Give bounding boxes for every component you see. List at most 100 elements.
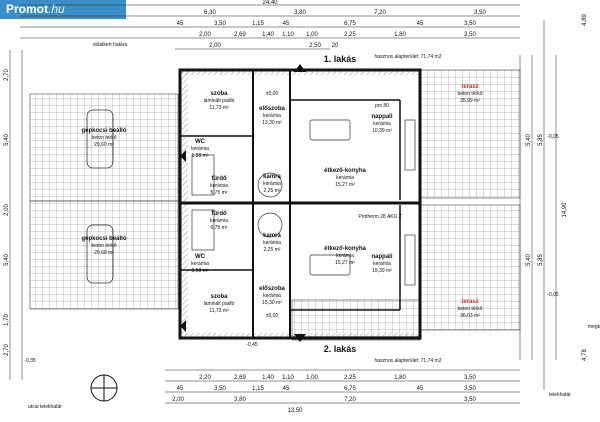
dim-left: 2,00 xyxy=(4,204,10,216)
dim-bottom-row1: 2,20 xyxy=(199,375,211,381)
car-icon xyxy=(86,109,114,284)
room-name: szoba xyxy=(210,294,228,300)
room-name: terasz xyxy=(461,299,478,305)
dim-bottom-row1: 1,10 xyxy=(282,375,294,381)
dim-top-row2: 3,50 xyxy=(214,21,226,27)
room-area: 15,30 m² xyxy=(262,300,282,306)
room-area: 36,03 m² xyxy=(460,313,480,319)
dim-top-row3: 3,50 xyxy=(464,32,476,38)
north-arrow-icon xyxy=(90,374,118,402)
level-zero: ±0,00 xyxy=(266,313,279,319)
room-floor: beton térkő xyxy=(457,306,482,312)
paving xyxy=(29,69,521,341)
dim-top-row2: 45 xyxy=(283,21,290,27)
room-area: 10,39 m² xyxy=(372,128,392,134)
room-area: 2,25 m² xyxy=(264,247,281,253)
level-minus005: -0,05 xyxy=(547,134,559,140)
room-floor: kerámia xyxy=(210,183,228,189)
dim-bottom-row2: 6,75 xyxy=(344,386,356,392)
watermark-suffix: .hu xyxy=(48,2,65,16)
dim-top-row2: 45 xyxy=(177,21,184,27)
dim-bottom-row1: 1,00 xyxy=(306,375,318,381)
level-minus005: -0,05 xyxy=(547,292,559,298)
boundary-back: megk xyxy=(588,324,600,330)
dim-bottom-row2: 45 xyxy=(283,386,290,392)
level-minus045: -0,45 xyxy=(246,342,258,348)
dim-left: 1,70 xyxy=(4,314,10,326)
dim-top-row3: 2,25 xyxy=(344,32,356,38)
dim-top-row3: 1,80 xyxy=(394,32,406,38)
dim-left: 2,70 xyxy=(4,69,10,81)
dim-bottom-row3: 2,00 xyxy=(172,397,184,403)
dim-top-row1: 7,20 xyxy=(374,10,386,16)
room-area: 1,98 m² xyxy=(192,268,209,274)
dim-bottom-row2: 45 xyxy=(177,386,184,392)
boundary-plot: telekhatár xyxy=(549,392,571,398)
room-name: étkező-konyha xyxy=(324,168,366,174)
room-floor: laminált padló xyxy=(204,301,235,307)
boundary-street: utcai telekhatár xyxy=(28,404,62,410)
room-name: fürdő xyxy=(211,211,227,217)
sill-label: pm 80 xyxy=(375,103,389,109)
dim-top-row4: 2,50 xyxy=(309,43,321,49)
dim-bottom-row3: 7,20 xyxy=(344,397,356,403)
room-name: WC xyxy=(195,254,206,260)
dim-bottom-row1: 1,40 xyxy=(262,375,274,381)
dim-top-row1: 3,50 xyxy=(474,10,486,16)
room-floor: kerámia xyxy=(210,218,228,224)
room-floor: beton térkő xyxy=(457,91,482,97)
dim-top-row2: 45 xyxy=(417,21,424,27)
dim-bottom-row2: 3,50 xyxy=(214,386,226,392)
room-floor: kerámia xyxy=(336,175,354,181)
room-floor: beton térkő xyxy=(91,135,116,141)
room-name: nappali xyxy=(371,254,392,260)
room-area: 11,73 m² xyxy=(209,308,229,314)
room-name: nappali xyxy=(371,114,392,120)
dim-right: 5,40 xyxy=(526,254,532,266)
prostherm-label: Protherm 28 AKU Z xyxy=(358,214,401,220)
room-floor: kerámia xyxy=(263,113,281,119)
room-floor: kerámia xyxy=(263,293,281,299)
room-area: 13,30 m² xyxy=(262,120,282,126)
room-area: 2,25 m² xyxy=(264,188,281,194)
room-area: 19,39 m² xyxy=(372,268,392,274)
dim-top-row3: 1,00 xyxy=(306,32,318,38)
dim-bottom-row1: 1,80 xyxy=(394,375,406,381)
room-floor: kerámia xyxy=(336,253,354,259)
level-zero: ±0,00 xyxy=(266,91,279,97)
room-name: étkező-konyha xyxy=(324,246,366,252)
dim-top-row4: 20 xyxy=(332,43,339,49)
dim-left: 2,70 xyxy=(4,344,10,356)
dim-bottom-row1: 2,69 xyxy=(234,375,246,381)
dim-top-row1: 3,80 xyxy=(294,10,306,16)
dim-top-row2: 1,15 xyxy=(252,21,264,27)
room-area: 29,60 m² xyxy=(94,250,114,256)
room-area: 29,60 m² xyxy=(94,142,114,148)
dim-right: 4,78 xyxy=(582,349,588,361)
dim-top-row3: 2,69 xyxy=(234,32,246,38)
room-area: 1,98 m² xyxy=(192,153,209,159)
unit-label-upper: 1. lakás xyxy=(324,54,357,64)
dimension-lines xyxy=(9,4,557,404)
room-name: kamra xyxy=(263,174,281,180)
room-name: gépkocsi beálló xyxy=(81,128,126,134)
dim-bottom-row1: 3,50 xyxy=(464,375,476,381)
room-area: 15,27 m² xyxy=(335,260,355,266)
dim-bottom-row2: 45 xyxy=(417,386,424,392)
room-name: fürdő xyxy=(211,176,227,182)
dim-bottom-row1: 2,25 xyxy=(344,375,356,381)
dim-right: 5,85 xyxy=(538,254,544,266)
dim-top-row3: 2,00 xyxy=(199,32,211,38)
dim-bottom-total: 13,50 xyxy=(287,408,303,414)
dim-top-row2: 3,50 xyxy=(464,21,476,27)
watermark-brand: Promot xyxy=(6,2,48,16)
room-area: 6,75 m² xyxy=(211,225,228,231)
room-name: kamra xyxy=(263,233,281,239)
dim-bottom-row3: 3,80 xyxy=(234,397,246,403)
dim-right: 14,90 xyxy=(562,202,568,218)
room-floor: kerámia xyxy=(191,146,209,152)
room-floor: kerámia xyxy=(191,261,209,267)
furniture xyxy=(191,119,416,286)
room-floor: laminált padló xyxy=(204,98,235,104)
area-upper: hasznos alapterület: 71,74 m2 xyxy=(375,54,442,60)
